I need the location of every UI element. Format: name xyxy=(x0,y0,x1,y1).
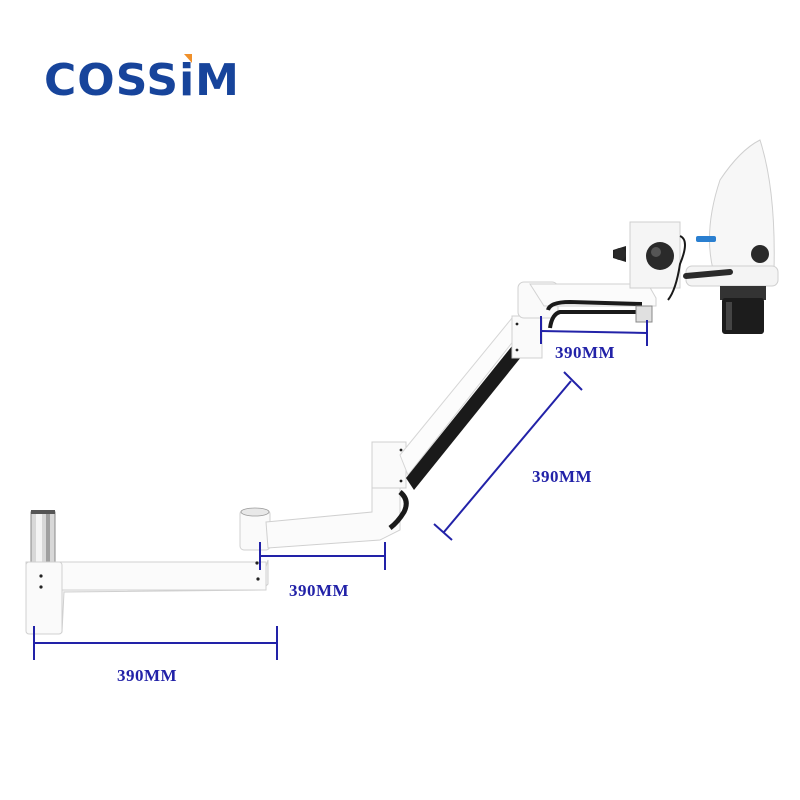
brand-logo: COSSiM xyxy=(44,54,240,106)
dimension-line-base-arm xyxy=(33,626,278,660)
base-arm xyxy=(25,559,269,635)
dimension-label-head-arm: 390MM xyxy=(555,343,616,362)
dimension-line-diagonal-arm xyxy=(433,371,583,541)
diagonal-arm xyxy=(388,315,543,530)
middle-arm xyxy=(239,441,407,551)
dimension-label-base-arm: 390MM xyxy=(117,666,178,685)
brand-logo-accent-icon xyxy=(184,54,192,63)
head-arm xyxy=(517,281,657,329)
microscope-head xyxy=(613,139,779,334)
brand-logo-text: COSSiM xyxy=(44,55,240,106)
mount-post xyxy=(30,510,56,565)
dimension-label-middle-arm: 390MM xyxy=(289,581,350,600)
dimension-line-middle-arm xyxy=(259,542,386,570)
dimension-lines xyxy=(33,316,648,660)
dimension-label-diagonal-arm: 390MM xyxy=(532,467,593,486)
dimension-line-head-arm xyxy=(540,316,648,346)
